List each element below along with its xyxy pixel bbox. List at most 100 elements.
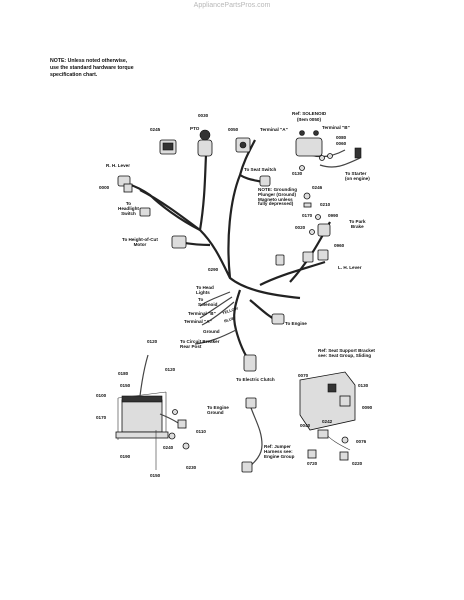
note-line-2: use the standard hardware torque (50, 64, 134, 71)
part-0090 (339, 395, 351, 407)
part-0020 (309, 229, 315, 235)
part-0246 (303, 192, 311, 200)
battery-top (121, 395, 163, 403)
label-0060: 0060 (336, 141, 347, 146)
part-0180 (172, 409, 178, 415)
label-to-electric-clutch: To Electric Clutch (236, 377, 275, 382)
label-0990: 0990 (328, 213, 339, 218)
label-terminal-a-mid: Terminal "A" (184, 319, 212, 324)
label-rh-lever: R. H. Lever (106, 163, 130, 168)
label-0290: 0290 (208, 267, 219, 272)
label-ref-jumper-1: Ref: Jumper (264, 444, 291, 449)
part-0720 (307, 449, 317, 459)
seat-switch-0130 (327, 383, 337, 393)
label-pto: PTO (190, 126, 200, 131)
label-to-head-1: To Head (196, 285, 214, 290)
label-ground: Ground (203, 329, 220, 334)
label-0960: 0960 (334, 243, 345, 248)
label-to-park-1: To Park (349, 219, 366, 224)
main-harness-wire (139, 189, 301, 300)
part-0240 (168, 432, 176, 440)
part-0040 (317, 429, 329, 439)
harness-branch-seat (239, 174, 263, 184)
label-0220: 0220 (352, 461, 363, 466)
label-terminal-b-top: Terminal "B" (322, 125, 350, 130)
label-0150-a: 0150 (120, 383, 131, 388)
label-to-starter-1: To Starter (345, 171, 367, 176)
label-0030: 0030 (198, 113, 209, 118)
harness-branch-pto (198, 154, 208, 231)
label-note-grounding-4: fully depressed) (258, 201, 294, 207)
breaker-wire (194, 329, 237, 345)
label-0130-top: 0130 (292, 171, 303, 176)
label-0245: 0245 (150, 127, 161, 132)
seat-switch-connector (259, 175, 271, 187)
label-to-engine: To Engine (285, 321, 307, 326)
label-to-engine-ground-2: Ground (207, 409, 224, 415)
park-brake-switch (317, 223, 331, 237)
part-0050-hole (239, 141, 247, 149)
battery-cable-positive (139, 354, 149, 397)
label-note-grounding-2: Plunger (Ground) (258, 191, 297, 197)
pto-knob (199, 129, 211, 141)
harness-branch-upper (227, 139, 256, 279)
seat-support-bracket (299, 371, 356, 431)
label-0120-b: 0120 (165, 367, 176, 372)
label-to-solenoid-1: To (198, 297, 204, 302)
label-0120-a: 0120 (147, 339, 158, 344)
label-0090: 0090 (362, 405, 373, 410)
label-0000: 0000 (99, 185, 110, 190)
part-0220 (339, 451, 349, 461)
harness-branch-solenoid-wires (199, 291, 235, 326)
label-to-height-2: Motor (133, 241, 147, 247)
label-0170: 0170 (302, 213, 313, 218)
watermark: AppliancePartsPros.com (193, 2, 271, 9)
note-line-1: NOTE: Unless noted otherwise, (50, 58, 128, 64)
jumper-harness-plug-top (245, 397, 257, 409)
pto-switch (197, 139, 213, 157)
part-0230 (182, 442, 190, 450)
label-to-height-1: To Height-of-Cut (122, 237, 158, 242)
label-0080: 0080 (336, 135, 347, 140)
label-0246: 0246 (312, 185, 323, 190)
label-0130-b: 0130 (358, 383, 369, 388)
part-0000 (123, 183, 133, 193)
label-0100: 0100 (96, 393, 107, 398)
part-0210 (303, 202, 312, 208)
label-0170-b: 0170 (96, 415, 107, 420)
solenoid-terminal-a (299, 130, 305, 136)
battery (121, 399, 163, 433)
label-ref-solenoid-item: (Item 0050) (297, 117, 322, 122)
nut-0060 (327, 153, 333, 159)
solenoid-terminal-b (313, 130, 319, 136)
label-to-headlight-2: Headlight (118, 205, 139, 211)
label-0190: 0190 (120, 454, 131, 459)
label-note-grounding-3: Magneto unless (258, 196, 293, 202)
battery-tray (115, 431, 169, 439)
harness-plug-a (275, 254, 285, 266)
part-0076 (341, 436, 349, 444)
height-of-cut-connector (171, 235, 187, 249)
jumper-harness-plug-bottom (241, 461, 253, 473)
engine-connector (271, 313, 285, 325)
label-to-headlight-3: Switch (121, 210, 136, 216)
lh-lever-connector (302, 251, 314, 263)
label-to-solenoid-2: Solenoid (198, 301, 218, 307)
electric-clutch-connector (243, 354, 257, 372)
label-lh-lever: L. H. Lever (338, 265, 362, 270)
label-0110: 0110 (196, 429, 206, 434)
harness-branch-lower (233, 289, 251, 363)
label-0020: 0020 (295, 225, 306, 230)
label-0210: 0210 (320, 202, 331, 207)
note-text: NOTE: Unless noted otherwise, use the st… (50, 58, 134, 78)
label-to-breaker-1: To Circuit Breaker (180, 339, 220, 344)
label-0240: 0240 (163, 445, 174, 450)
starter-terminal (354, 147, 362, 159)
part-0170 (315, 214, 321, 220)
switch-0245-front (162, 142, 174, 151)
label-to-park-2: Brake (350, 223, 364, 229)
